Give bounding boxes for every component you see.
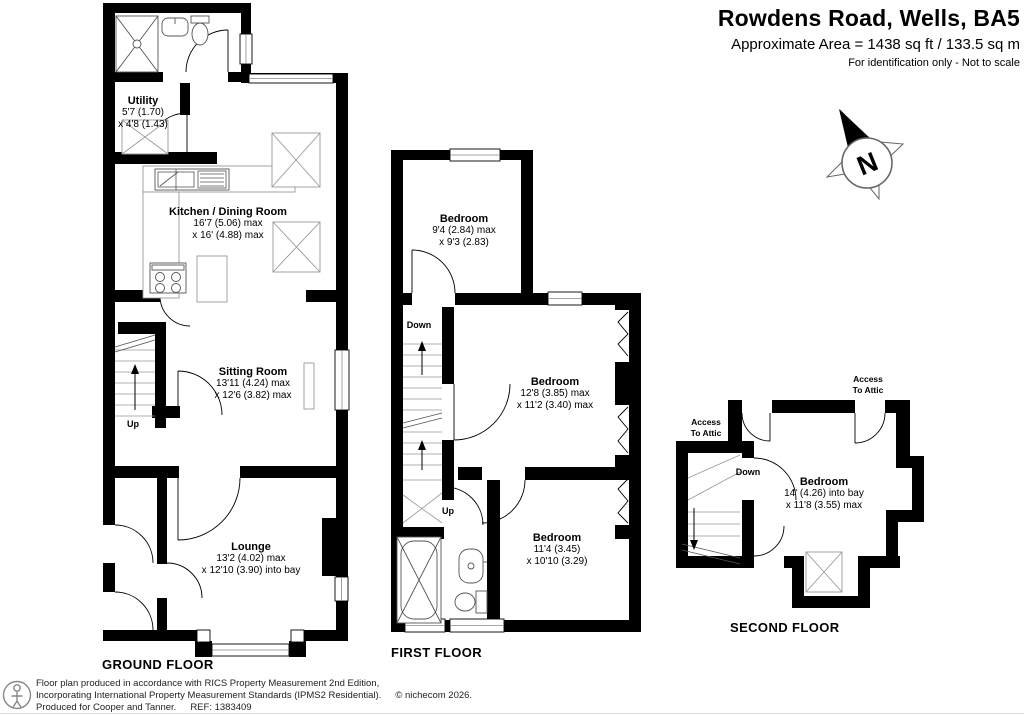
first-floor-label: FIRST FLOOR bbox=[391, 645, 483, 660]
hob-icon bbox=[149, 262, 187, 294]
storage-box-icon bbox=[271, 132, 321, 273]
bath-icon bbox=[396, 536, 442, 624]
footer-disclaimer: Floor plan produced in accordance with R… bbox=[36, 678, 472, 714]
reference-number: REF: 1383409 bbox=[190, 702, 252, 713]
toilet-icon bbox=[454, 590, 488, 614]
compass-icon: N bbox=[825, 109, 905, 201]
stair-label-up-first: Up bbox=[442, 506, 454, 516]
room-label-sitting-room: Sitting Room 13'11 (4.24) max x 12'6 (3.… bbox=[214, 366, 292, 401]
attic-access-left-label: Access To Attic bbox=[690, 417, 722, 438]
disclaimer: For identification only - Not to scale bbox=[848, 57, 1020, 69]
attic-access-right-label: Access To Attic bbox=[852, 374, 884, 395]
stairs-ground-icon bbox=[114, 334, 156, 417]
room-label-bedroom3: Bedroom 11'4 (3.45) x 10'10 (3.29) bbox=[526, 532, 588, 567]
stairs-second-icon bbox=[681, 454, 741, 565]
page-title: Rowdens Road, Wells, BA5 bbox=[717, 5, 1020, 31]
second-floor-plan bbox=[676, 400, 924, 608]
room-label-bedroom4: Bedroom 14' (4.26) into bay x 11'8 (3.55… bbox=[784, 476, 864, 511]
footer-line1: Floor plan produced in accordance with R… bbox=[36, 678, 380, 689]
room-label-lounge: Lounge 13'2 (4.02) max x 12'10 (3.90) in… bbox=[201, 541, 301, 576]
stair-label-down-first: Down bbox=[406, 320, 432, 330]
room-label-bedroom2: Bedroom 12'8 (3.85) max x 11'2 (3.40) ma… bbox=[516, 376, 594, 411]
room-label-bedroom1: Bedroom 9'4 (2.84) max x 9'3 (2.83) bbox=[432, 213, 496, 248]
footer-line3: Produced for Cooper and Tanner.REF: 1383… bbox=[36, 702, 252, 713]
alcove-zigzag-icon bbox=[617, 311, 629, 524]
toilet-icon bbox=[190, 15, 210, 46]
person-icon bbox=[2, 680, 32, 710]
footer-line2: Incorporating International Property Mea… bbox=[36, 690, 473, 701]
room-label-utility: Utility 5'7 (1.70) x 4'8 (1.43) bbox=[118, 95, 168, 130]
area-line: Approximate Area = 1438 sq ft / 133.5 sq… bbox=[731, 36, 1020, 53]
appliance-icon bbox=[121, 119, 169, 155]
shower-icon bbox=[115, 15, 159, 73]
bottom-divider bbox=[0, 713, 1024, 714]
basin-icon bbox=[161, 17, 189, 37]
ground-floor-label: GROUND FLOOR bbox=[102, 657, 214, 672]
copyright-text: © nichecom 2026. bbox=[395, 690, 473, 701]
furniture-icon bbox=[303, 362, 315, 410]
rooflight-icon bbox=[805, 551, 843, 593]
stair-label-down-second: Down bbox=[735, 467, 761, 477]
second-floor-label: SECOND FLOOR bbox=[730, 620, 840, 635]
stairs-first-icon bbox=[402, 341, 443, 524]
stair-label-up-ground: Up bbox=[127, 419, 139, 429]
first-floor-plan bbox=[391, 148, 641, 633]
basin-icon bbox=[458, 548, 487, 584]
kitchen-sink-icon bbox=[142, 165, 296, 303]
room-label-kitchen: Kitchen / Dining Room 16'7 (5.06) max x … bbox=[169, 206, 287, 241]
ground-floor-plan bbox=[103, 3, 350, 657]
